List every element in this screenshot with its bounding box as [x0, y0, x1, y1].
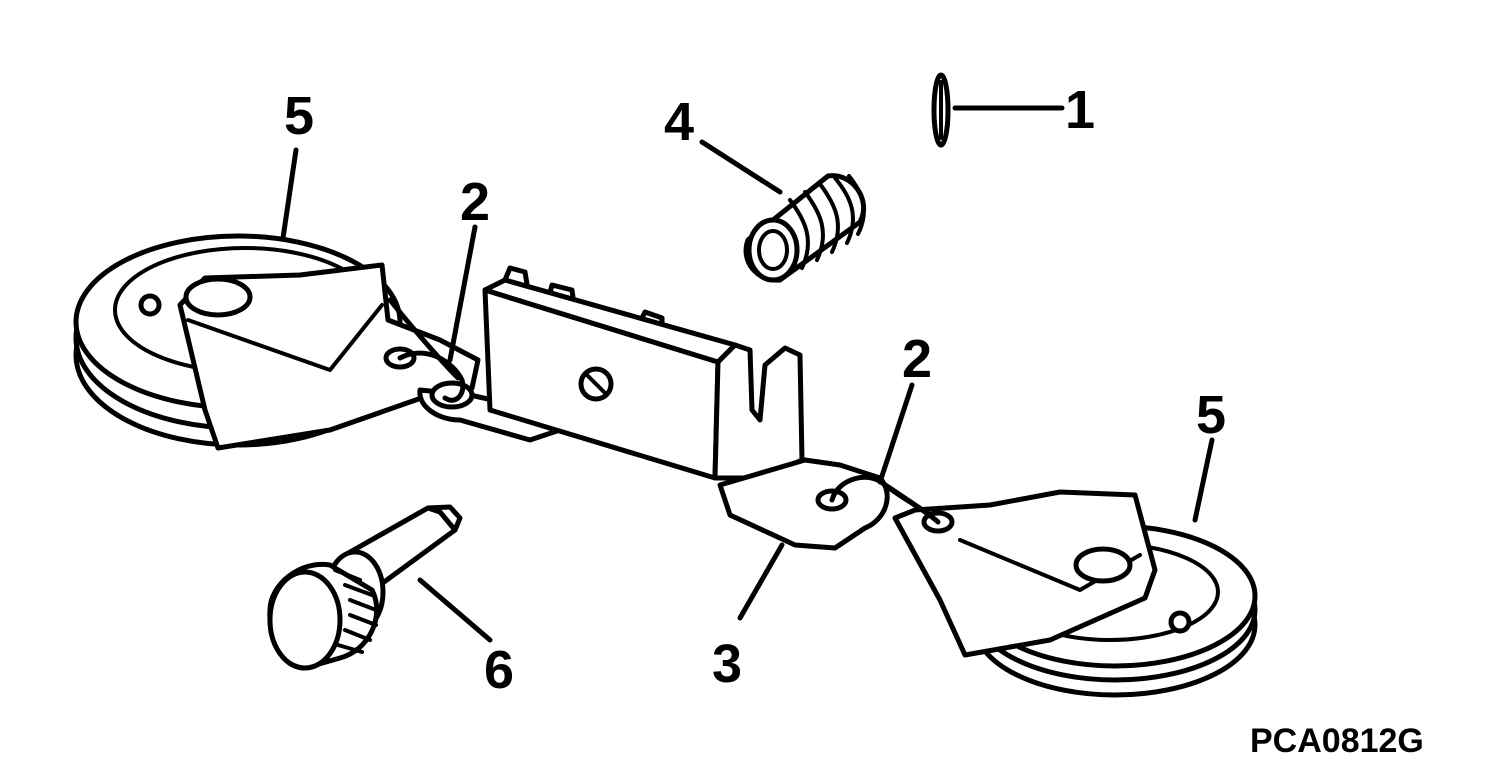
part-5-left-pulley [73, 233, 481, 451]
callout-numbers: 1 4 5 2 2 5 3 6 [284, 80, 1226, 700]
leader-3 [737, 542, 785, 621]
figure-id-label: PCA0812G [1250, 722, 1424, 760]
part-5-right-pulley [892, 489, 1258, 698]
leader-2-left [447, 224, 478, 363]
part-1-pin [931, 72, 951, 148]
callout-6: 6 [484, 640, 514, 700]
leader-5-right [1192, 437, 1215, 523]
part-6-thumb-screw [267, 504, 463, 671]
callout-2-left: 2 [460, 172, 490, 232]
leader-6 [417, 577, 493, 643]
leader-lines [280, 105, 1215, 643]
callout-2-right: 2 [902, 329, 932, 389]
leader-2-right [877, 382, 915, 485]
leader-4 [699, 139, 783, 195]
callout-5-left: 5 [284, 86, 314, 146]
part-4-spring [743, 173, 867, 283]
callout-1: 1 [1065, 80, 1095, 140]
leader-5-left [280, 147, 299, 241]
part-3-bracket [417, 265, 890, 551]
callout-3: 3 [712, 634, 742, 694]
callout-5-right: 5 [1196, 385, 1226, 445]
part-2-left-link [387, 297, 466, 403]
callout-4: 4 [664, 92, 694, 152]
